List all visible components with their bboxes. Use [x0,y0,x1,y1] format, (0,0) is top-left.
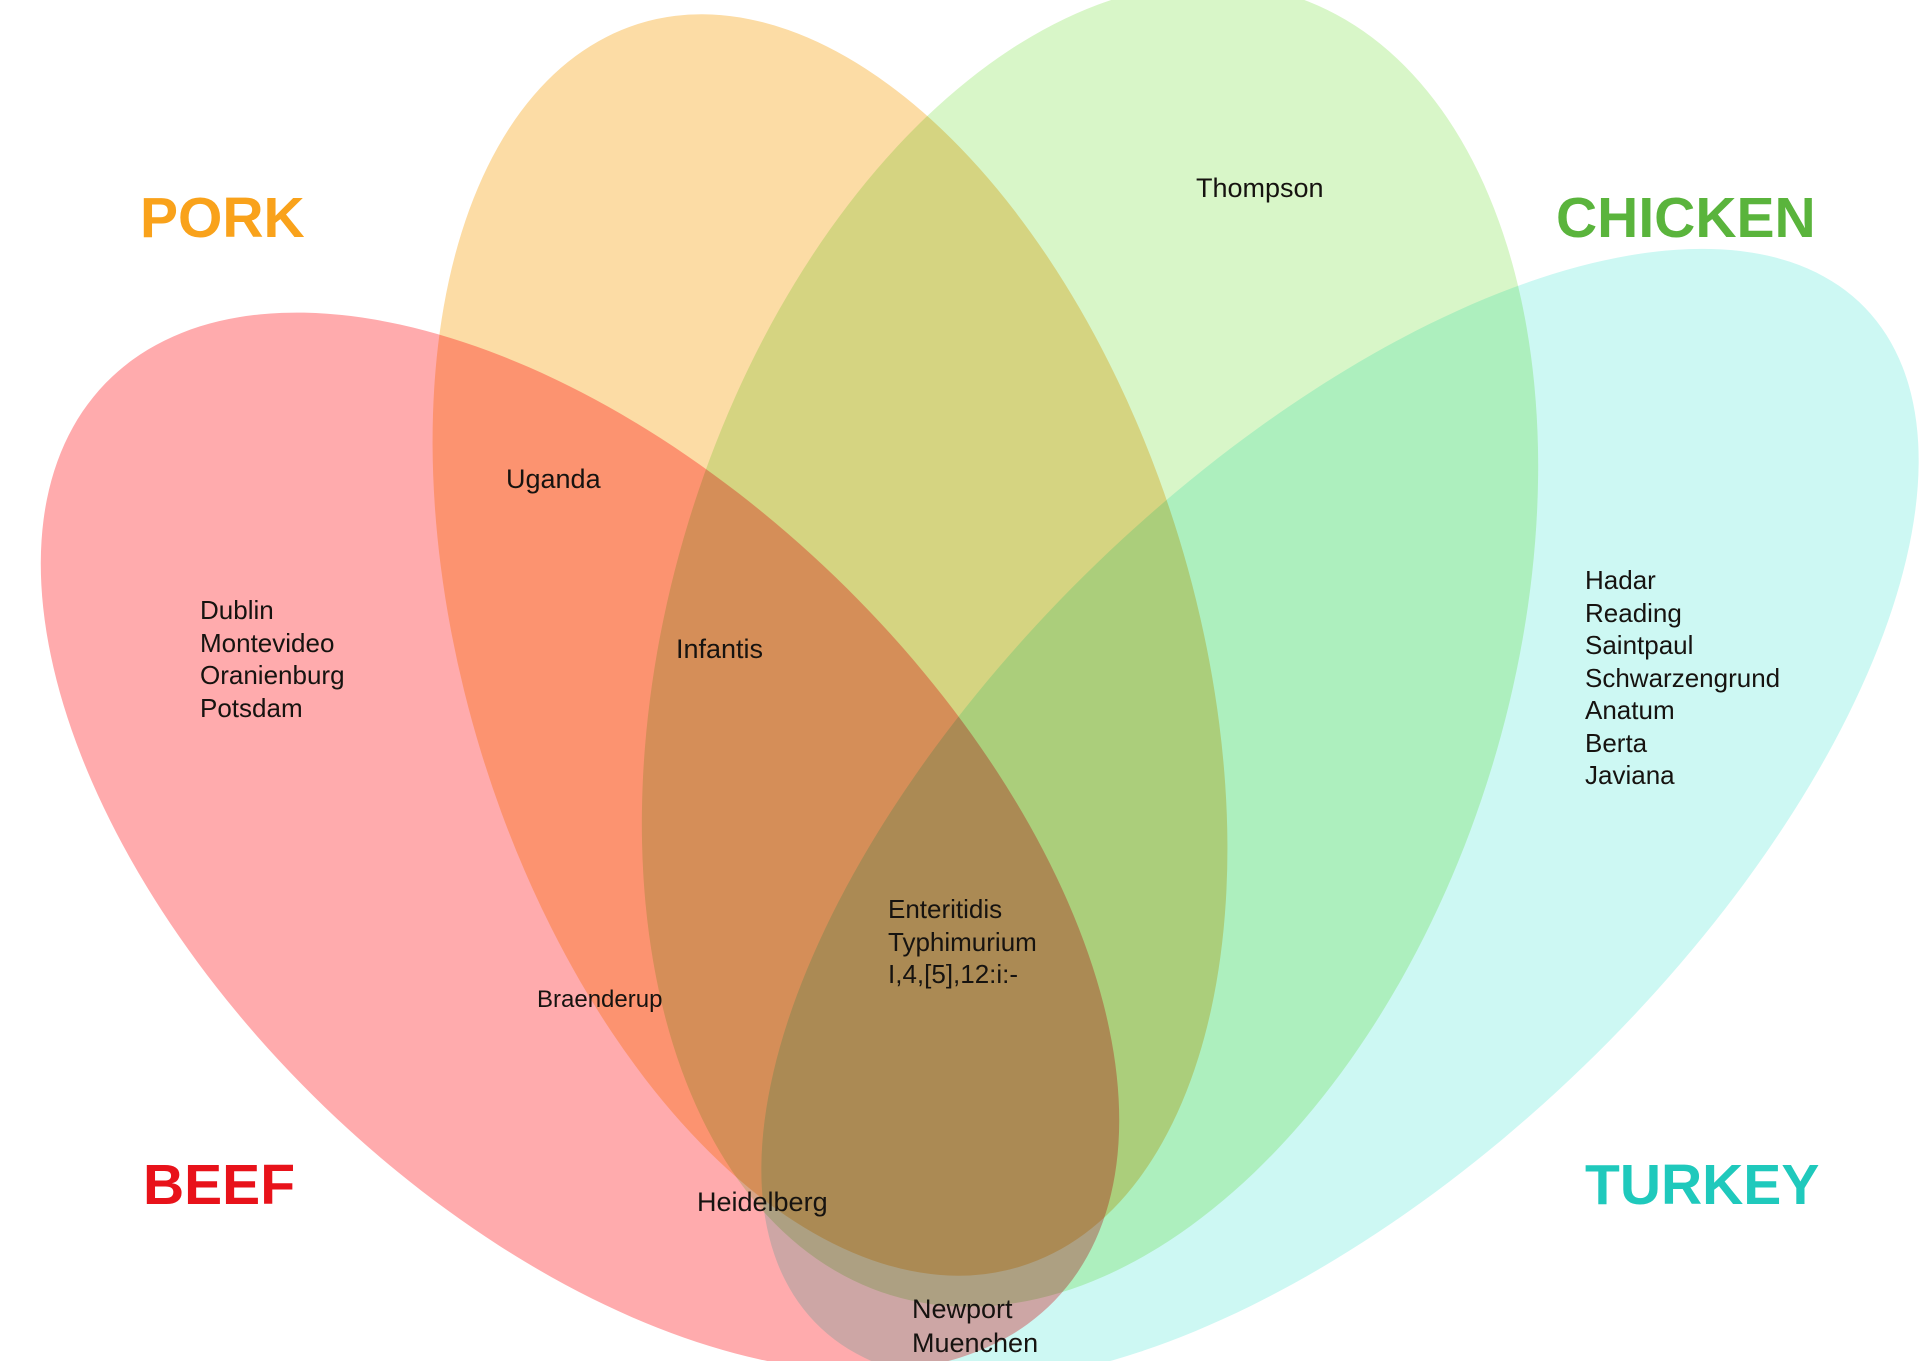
region-pork-beef-chicken-label: Infantis [676,634,764,664]
turkey-ellipse [761,248,1919,1361]
region-beef-turkey-list: Newport Muenchen [912,1294,1039,1358]
region-chicken-only-label: Thompson [1196,173,1324,203]
chicken-set-title: CHICKEN [1556,186,1816,250]
region-beef-chicken-turkey-label: Heidelberg [697,1187,828,1217]
turkey-set-title: TURKEY [1585,1153,1820,1217]
region-pork-beef-label: Uganda [506,464,601,494]
region-beef-chicken-label: Braenderup [537,986,663,1013]
beef-set-title: BEEF [143,1153,296,1217]
region-turkey-only-list: Hadar Reading Saintpaul Schwarzengrund A… [1585,565,1781,790]
region-all-four-list: Enteritidis Typhimurium I,4,[5],12:i:- [888,894,1037,989]
pork-set-title: PORK [140,186,305,250]
region-beef-only-list: Dublin Montevideo Oranienburg Potsdam [200,595,345,723]
